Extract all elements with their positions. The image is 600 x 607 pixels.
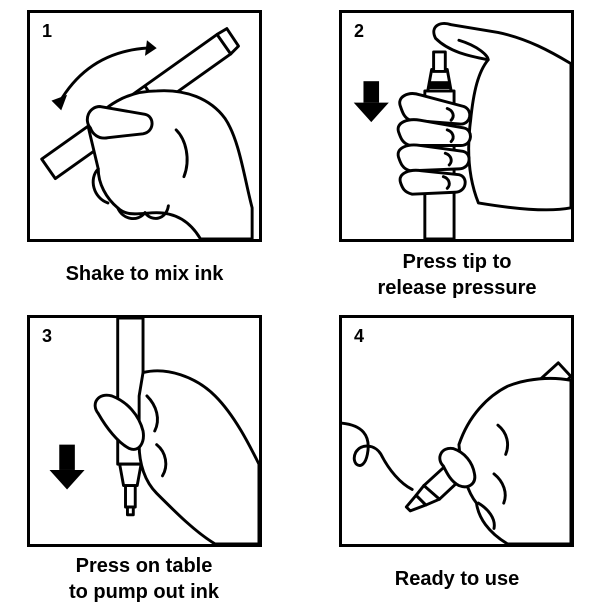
hand-top-pressing	[432, 22, 571, 212]
step-2-caption-line-1: Press tip to	[402, 251, 512, 273]
step-2-number: 2	[354, 21, 365, 41]
step-3-caption-line-2: to pump out ink	[69, 581, 219, 603]
hand-pressing	[93, 369, 259, 544]
step-2-caption: Press tip to release pressure	[327, 249, 587, 301]
shake-marker-illustration	[40, 27, 254, 239]
step-1-caption: Shake to mix ink	[27, 261, 262, 287]
step-4-caption: Ready to use	[327, 566, 587, 592]
step-4-caption-line: Ready to use	[394, 568, 520, 590]
down-arrow-icon	[49, 444, 85, 490]
step-1-number: 1	[42, 21, 53, 41]
step-3-number: 3	[42, 326, 53, 346]
step-4-panel: 4	[339, 315, 574, 547]
hand-shaking	[85, 89, 254, 239]
step-2-caption-line-2: release pressure	[377, 277, 537, 299]
down-arrow-icon	[353, 81, 389, 123]
step-4-number: 4	[354, 326, 365, 346]
step-3-caption: Press on table to pump out ink	[14, 553, 274, 605]
step-3-panel: 3	[27, 315, 262, 547]
step-1-panel: 1	[27, 10, 262, 242]
press-on-table-illustration	[49, 318, 259, 544]
press-tip-illustration	[353, 22, 571, 239]
shake-arrow-head-right	[144, 40, 157, 56]
step-2-panel: 2	[339, 10, 574, 242]
shake-arrow-curve	[57, 46, 149, 105]
ready-to-use-illustration	[342, 361, 571, 544]
step-1-caption-line: Shake to mix ink	[65, 263, 224, 285]
ink-line	[342, 421, 414, 491]
hand-writing	[438, 376, 571, 544]
step-3-caption-line-1: Press on table	[75, 555, 213, 577]
shake-arrow-head-left	[51, 94, 68, 111]
hand-fingers-grip	[396, 92, 472, 196]
